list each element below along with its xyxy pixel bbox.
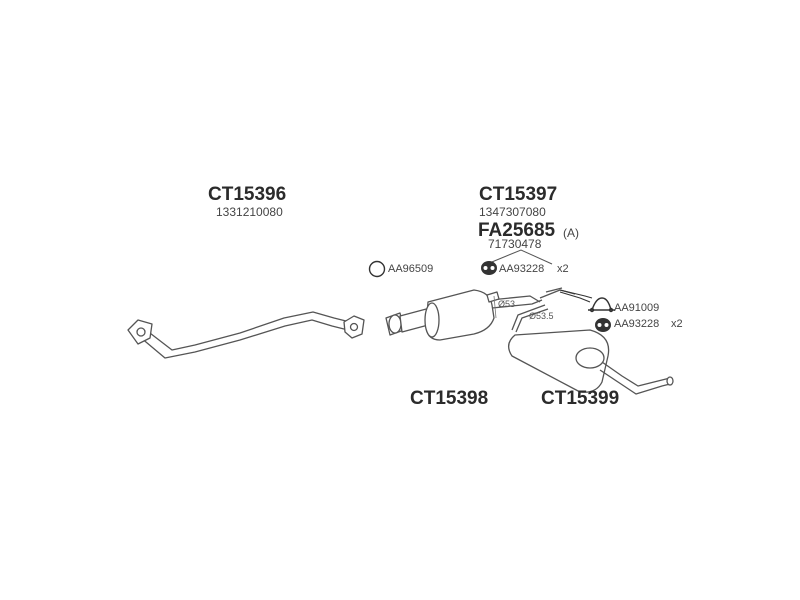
rear-muffler — [508, 329, 674, 395]
clamp-icon — [588, 297, 615, 313]
fitting-part-number: AA96509 — [388, 263, 434, 275]
pipe-diameter-label: Ø53.5 — [529, 311, 554, 321]
ring-gasket-icon — [368, 260, 386, 278]
center-section — [385, 287, 593, 341]
rubber-hanger-icon — [595, 318, 611, 332]
assembly-code: CT15396 — [208, 184, 287, 205]
assembly-code: CT15397 — [479, 184, 558, 205]
fitting-part-number: AA93228 — [614, 318, 660, 330]
oem-number: 1347307080 — [479, 205, 546, 219]
assembly-code: CT15399 — [541, 388, 620, 409]
fitting-part-number: AA91009 — [614, 302, 660, 314]
kit-code: FA25685 — [478, 220, 556, 241]
kit-suffix: (A) — [563, 226, 579, 240]
front-pipe — [127, 311, 365, 359]
fitting-quantity: x2 — [557, 263, 569, 275]
pipe-diameter-label: Ø53 — [498, 299, 516, 309]
assembly-code: CT15398 — [410, 388, 489, 409]
oem-number: 1331210080 — [216, 205, 283, 219]
fitting-quantity: x2 — [671, 318, 683, 330]
rubber-hanger-icon — [481, 261, 497, 275]
fitting-part-number: AA93228 — [499, 263, 545, 275]
kit-leader-line — [486, 249, 553, 265]
kit-oem-number: 71730478 — [488, 237, 542, 251]
